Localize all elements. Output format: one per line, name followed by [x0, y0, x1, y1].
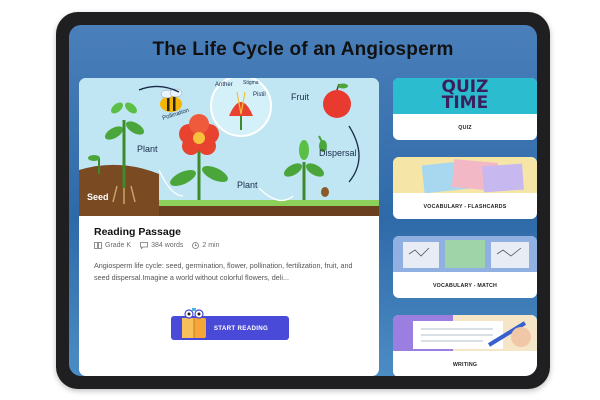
start-reading-label: START READING [213, 324, 269, 332]
card-title: Reading Passage [94, 226, 181, 238]
flashcards-label: VOCABULARY - FLASHCARDS [423, 204, 507, 210]
label-plant-left: Plant [137, 144, 158, 154]
reading-time: 2 min [202, 242, 220, 249]
label-fruit: Fruit [291, 92, 309, 102]
quiz-label: QUIZ [458, 125, 472, 131]
screen: The Life Cycle of an Angiosperm [69, 25, 537, 376]
life-cycle-illustration: Seed Plant Pollination Anther Stigma Pis… [79, 78, 379, 216]
open-book-icon [182, 308, 206, 338]
label-anther: Anther [215, 82, 233, 88]
passage-description: Angiosperm life cycle: seed, germination… [94, 261, 353, 282]
tablet-frame: The Life Cycle of an Angiosperm [56, 12, 550, 389]
word-count: 384 words [151, 242, 184, 249]
label-stigma: Stigma [243, 80, 259, 86]
words-meta: 384 words [140, 242, 183, 249]
label-dispersal: Dispersal [319, 148, 357, 158]
grade-meta: Grade K [94, 242, 131, 249]
quiz-thumb-text-2: TIME [441, 93, 489, 113]
match-card[interactable]: VOCABULARY - MATCH [393, 236, 537, 298]
reading-passage-card[interactable]: Seed Plant Pollination Anther Stigma Pis… [79, 78, 379, 376]
page-title: The Life Cycle of an Angiosperm [152, 39, 454, 60]
book-icon [94, 242, 102, 249]
flashcards-card[interactable]: VOCABULARY - FLASHCARDS [393, 157, 537, 219]
flashcards-thumbnail [393, 157, 537, 194]
label-pistil: Pistil [253, 92, 266, 98]
clock-icon [192, 242, 200, 249]
quiz-thumb-text-1: QUIZ [441, 78, 489, 97]
writing-label: WRITING [452, 362, 478, 368]
label-plant-bottom: Plant [237, 180, 258, 190]
match-label: VOCABULARY - MATCH [432, 283, 498, 289]
quiz-card[interactable]: QUIZ TIME QUIZ [393, 78, 537, 140]
match-thumbnail [393, 236, 537, 272]
time-meta: 2 min [192, 242, 220, 249]
quiz-thumbnail: QUIZ TIME [393, 78, 537, 114]
card-meta: Grade K 384 words 2 min [94, 242, 220, 249]
label-seed: Seed [87, 192, 109, 202]
writing-card[interactable]: WRITING [393, 315, 537, 376]
grade-level: Grade K [105, 242, 132, 249]
writing-thumbnail [393, 315, 537, 351]
comment-icon [140, 242, 148, 249]
